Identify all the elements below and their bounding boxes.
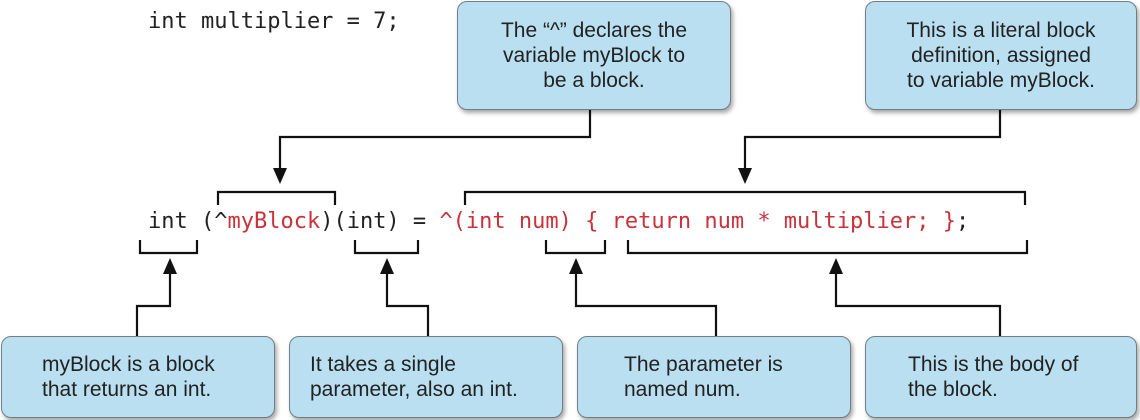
callout-literal-block: This is a literal block definition, assi… <box>865 1 1137 110</box>
callout-caret-line-1: The “^” declares the <box>500 19 688 42</box>
callout-named-line-1: The parameter is <box>624 353 783 376</box>
arrowhead-returns-int <box>163 258 177 274</box>
bracket-int-param <box>353 240 420 255</box>
bracket-int-return <box>138 240 199 255</box>
code-block-literal: ^(int num) { return num * multiplier; } <box>439 209 956 234</box>
code-open-paren-caret: (^ <box>200 209 228 234</box>
callout-param-named: The parameter is named num. <box>577 336 851 418</box>
callout-literal-line-2: definition, assigned <box>911 44 1091 67</box>
code-semicolon: ; <box>956 209 970 234</box>
connector-caret-callout <box>278 110 592 170</box>
arrowhead-param-named <box>569 258 583 274</box>
code-multiplier-declaration: int multiplier = 7; <box>148 9 400 34</box>
callout-returns-line-1: myBlock is a block <box>42 353 215 376</box>
code-block-statement: int (^myBlock)(int) = ^(int num) { retur… <box>148 209 969 235</box>
bracket-body <box>626 240 1029 255</box>
arrowhead-caret <box>273 168 287 184</box>
code-assign: = <box>399 209 440 234</box>
callout-body-line-2: the block. <box>908 378 998 401</box>
connector-returns-int <box>135 272 172 336</box>
callout-single-param: It takes a single parameter, also an int… <box>289 336 563 418</box>
bracket-literal <box>463 190 1027 205</box>
bracket-int-num <box>544 240 607 255</box>
callout-named-line-2: named num. <box>624 378 741 401</box>
connector-param-named <box>574 272 718 336</box>
callout-literal-line-3: to variable myBlock. <box>907 69 1095 92</box>
connector-single-param <box>385 272 430 336</box>
callout-caret-line-3: be a block. <box>543 69 645 92</box>
callout-body-line-1: This is the body of <box>908 353 1079 376</box>
callout-single-line-1: It takes a single <box>310 353 456 376</box>
callout-literal-line-1: This is a literal block <box>906 19 1096 42</box>
bracket-caret-myblock <box>216 190 337 205</box>
connector-block-body <box>834 272 1002 336</box>
code-param-type: (int) <box>333 209 400 234</box>
callout-single-line-2: parameter, also an int. <box>310 378 518 401</box>
arrowhead-block-body <box>829 258 843 274</box>
code-return-type: int <box>148 209 201 234</box>
connector-literal-callout <box>743 110 1002 170</box>
callout-returns-int: myBlock is a block that returns an int. <box>1 336 275 418</box>
callout-returns-line-2: that returns an int. <box>42 378 212 401</box>
arrowhead-single-param <box>380 258 394 274</box>
callout-block-body: This is the body of the block. <box>865 336 1137 418</box>
arrowhead-literal <box>738 168 752 184</box>
code-block-name: myBlock <box>227 209 321 234</box>
code-close-paren: ) <box>320 209 334 234</box>
callout-caret-declares: The “^” declares the variable myBlock to… <box>457 1 731 110</box>
callout-caret-line-2: variable myBlock to <box>502 44 686 67</box>
